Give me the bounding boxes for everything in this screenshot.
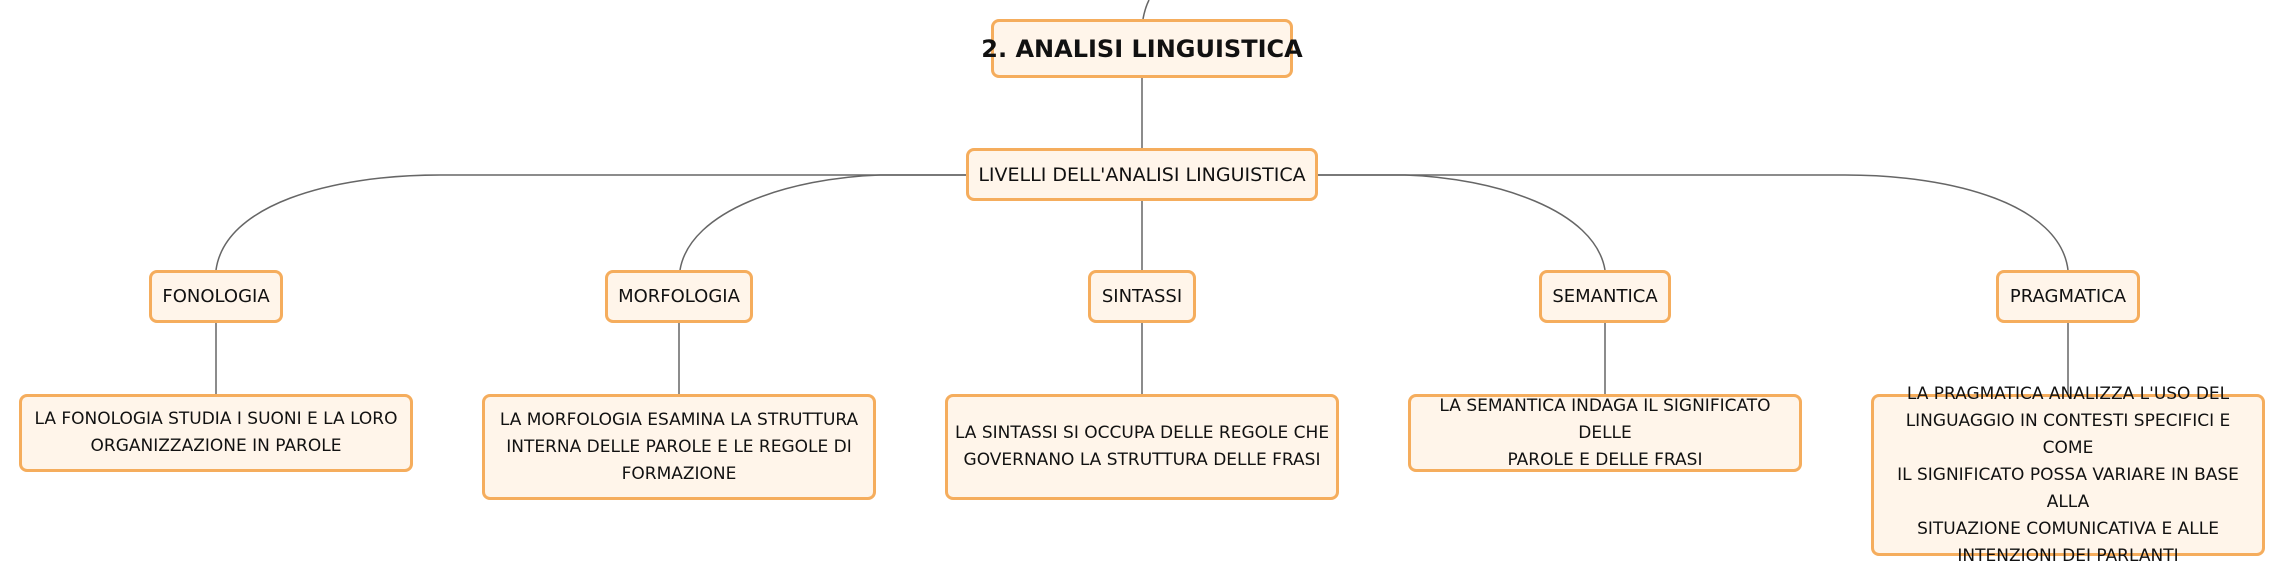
branch-label-fonologia: FONOLOGIA xyxy=(162,286,270,307)
description-node-morfologia[interactable]: LA MORFOLOGIA ESAMINA LA STRUTTURA INTER… xyxy=(482,394,876,500)
branch-label-sintassi: SINTASSI xyxy=(1101,286,1183,307)
branch-label-morfologia: MORFOLOGIA xyxy=(618,286,740,307)
branch-label-pragmatica: PRAGMATICA xyxy=(2009,286,2127,307)
connector-main-to-pragmatica xyxy=(1318,174,2069,271)
description-text-sintassi: LA SINTASSI SI OCCUPA DELLE REGOLE CHE G… xyxy=(954,423,1330,470)
description-text-pragmatica: LA PRAGMATICA ANALIZZA L'USO DEL LINGUAG… xyxy=(1897,383,2239,566)
branch-node-morfologia[interactable]: MORFOLOGIA xyxy=(605,270,753,323)
root-node-label: 2. ANALISI LINGUISTICA xyxy=(981,34,1303,63)
description-text-fonologia: LA FONOLOGIA STUDIA I SUONI E LA LORO OR… xyxy=(34,409,398,456)
connector-main-to-fonologia xyxy=(215,174,966,271)
branch-node-sintassi[interactable]: SINTASSI xyxy=(1088,270,1196,323)
connector-main-to-semantica xyxy=(1318,174,1606,271)
branch-node-semantica[interactable]: SEMANTICA xyxy=(1539,270,1671,323)
branch-label-semantica: SEMANTICA xyxy=(1552,286,1658,307)
branch-node-pragmatica[interactable]: PRAGMATICA xyxy=(1996,270,2140,323)
main-node[interactable]: LIVELLI DELL'ANALISI LINGUISTICA xyxy=(966,148,1318,201)
branch-node-fonologia[interactable]: FONOLOGIA xyxy=(149,270,283,323)
connector-main-to-morfologia xyxy=(679,174,966,271)
description-node-fonologia[interactable]: LA FONOLOGIA STUDIA I SUONI E LA LORO OR… xyxy=(19,394,413,472)
description-node-sintassi[interactable]: LA SINTASSI SI OCCUPA DELLE REGOLE CHE G… xyxy=(945,394,1339,500)
description-text-morfologia: LA MORFOLOGIA ESAMINA LA STRUTTURA INTER… xyxy=(499,409,859,484)
root-node[interactable]: 2. ANALISI LINGUISTICA xyxy=(981,19,1303,78)
main-node-label: LIVELLI DELL'ANALISI LINGUISTICA xyxy=(978,163,1306,186)
description-node-pragmatica[interactable]: LA PRAGMATICA ANALIZZA L'USO DEL LINGUAG… xyxy=(1871,384,2265,566)
description-text-semantica: LA SEMANTICA INDAGA IL SIGNIFICATO DELLE… xyxy=(1439,395,1771,470)
connector-parent-to-root xyxy=(1142,0,1150,20)
description-node-semantica[interactable]: LA SEMANTICA INDAGA IL SIGNIFICATO DELLE… xyxy=(1408,394,1802,472)
